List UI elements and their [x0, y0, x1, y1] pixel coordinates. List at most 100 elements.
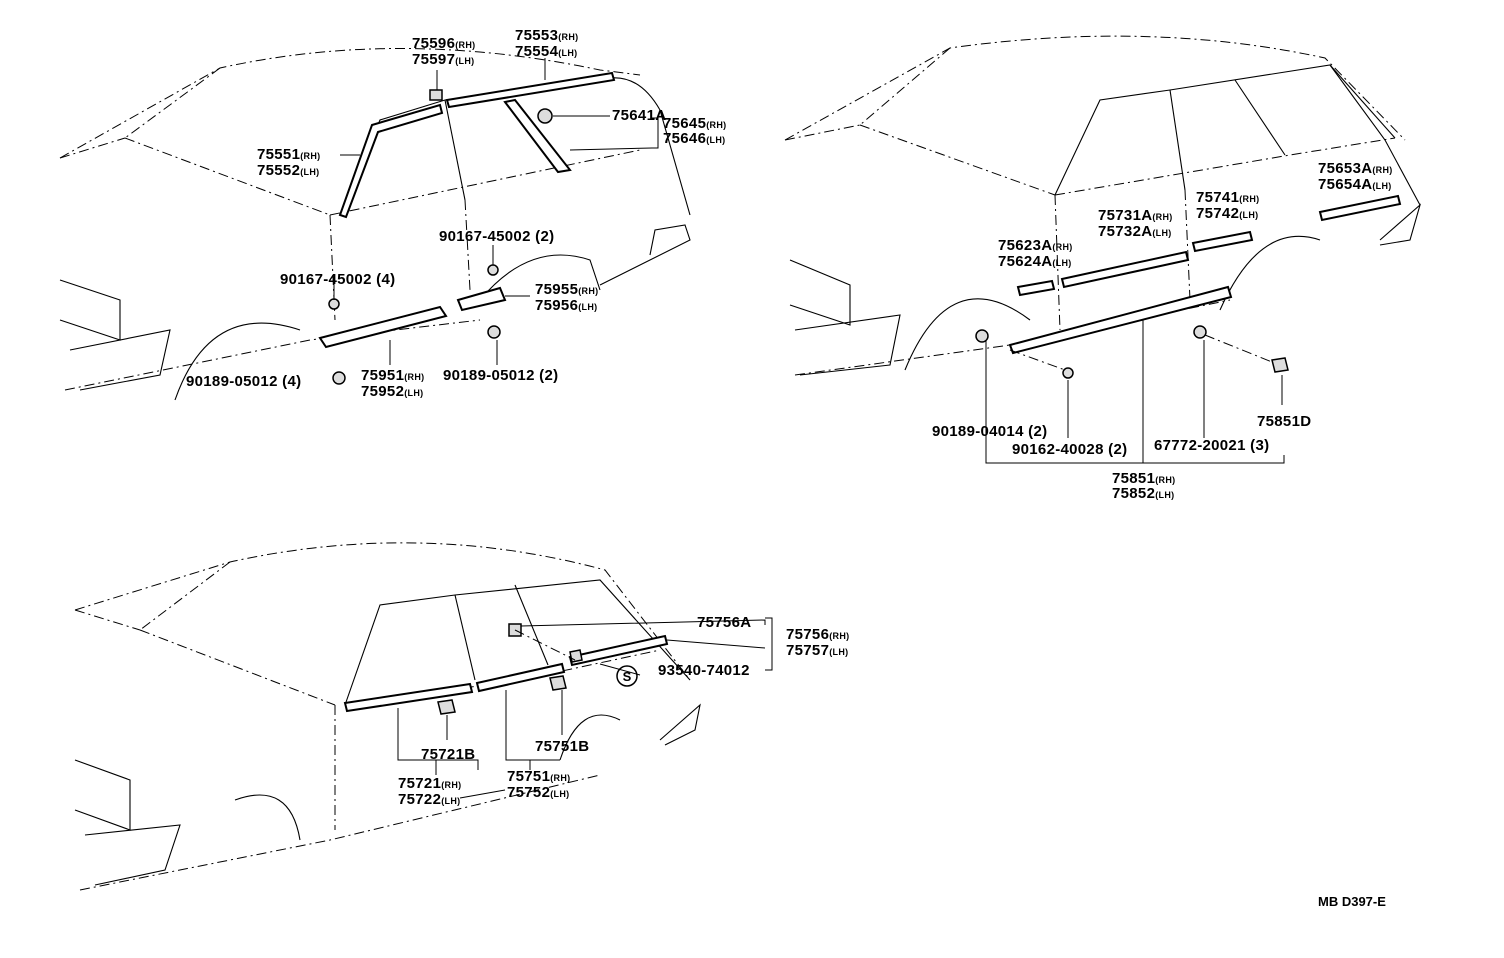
part-number: 90167-45002 (2): [439, 228, 554, 245]
sedan-car-outline: [59, 48, 691, 401]
part-label-r6: 75732A(LH): [1098, 223, 1172, 240]
part-screw-90167-a: [328, 298, 340, 310]
part-number: 90167-45002 (4): [280, 271, 395, 288]
side-suffix: (LH): [1152, 228, 1171, 238]
side-suffix: (RH): [300, 151, 320, 161]
part-label-r5: 75731A(RH): [1098, 207, 1173, 224]
part-75596-clip: [429, 89, 443, 101]
side-suffix: (LH): [558, 48, 577, 58]
part-number: 75756: [786, 626, 829, 643]
part-label-r3: 75741(RH): [1196, 189, 1259, 206]
part-label-l4: 75554(LH): [515, 43, 577, 60]
part-75623a-moulding: [1016, 279, 1056, 297]
part-number: 75752: [507, 784, 550, 801]
part-clip-90189-04014: [975, 329, 989, 343]
part-label-b9: 75751(RH): [507, 768, 570, 785]
part-number: 75721B: [421, 746, 475, 763]
part-label-l11: 90167-45002 (4): [280, 271, 395, 288]
part-75741-moulding: [1191, 230, 1254, 253]
part-label-l9: 75552(LH): [257, 162, 319, 179]
s-mark-circle: [616, 665, 638, 687]
side-suffix: (RH): [1152, 212, 1172, 222]
part-75551-moulding: [338, 103, 444, 219]
part-label-l10: 90167-45002 (2): [439, 228, 554, 245]
sedan-parts: [318, 71, 616, 385]
part-number: 75552: [257, 162, 300, 179]
part-label-b10: 75752(LH): [507, 784, 569, 801]
part-number: 75551: [257, 146, 300, 163]
part-number: 75731A: [1098, 207, 1152, 224]
part-75751b-clip: [549, 675, 567, 691]
side-suffix: (LH): [1239, 210, 1258, 220]
part-number: 67772-20021 (3): [1154, 437, 1269, 454]
part-75731a-moulding: [1060, 250, 1190, 289]
part-number: 75956: [535, 297, 578, 314]
part-number: 90189-04014 (2): [932, 423, 1047, 440]
side-suffix: (LH): [441, 796, 460, 806]
part-75756-moulding: [568, 634, 669, 667]
part-number: 75653A: [1318, 160, 1372, 177]
part-label-l5: 75641A: [612, 107, 666, 124]
part-label-r14: 75852(LH): [1112, 485, 1174, 502]
part-number: 75951: [361, 367, 404, 384]
part-number: 75554: [515, 43, 559, 60]
wagon-parts: [975, 194, 1402, 379]
sedan2-car-outline: [74, 542, 701, 891]
part-label-l2: 75597(LH): [412, 51, 474, 68]
side-suffix: (LH): [1155, 490, 1174, 500]
part-label-b2: 75756(RH): [786, 626, 849, 643]
part-label-r4: 75742(LH): [1196, 205, 1258, 222]
side-suffix: (RH): [1052, 242, 1072, 252]
part-label-l16: 75952(LH): [361, 383, 423, 400]
part-label-l14: 90189-05012 (4): [186, 373, 301, 390]
part-75721-moulding: [343, 682, 474, 713]
part-75851-moulding: [1008, 285, 1233, 355]
part-number: 75955: [535, 281, 578, 298]
part-label-b4: 93540-74012: [658, 662, 750, 679]
part-number: 75851D: [1257, 413, 1311, 430]
part-label-b5: 75721B: [421, 746, 475, 763]
side-suffix: (LH): [706, 135, 725, 145]
part-number: 75641A: [612, 107, 666, 124]
part-label-l13: 75956(LH): [535, 297, 597, 314]
part-label-r7: 75623A(RH): [998, 237, 1073, 254]
part-number: 75597: [412, 51, 455, 68]
part-number: 75722: [398, 791, 441, 808]
part-label-l8: 75551(RH): [257, 146, 320, 163]
part-93540-screw: [569, 649, 583, 663]
part-label-l1: 75596(RH): [412, 35, 475, 52]
s-mark-letter: S: [623, 669, 632, 684]
part-number: 75751: [507, 768, 550, 785]
part-number: 75732A: [1098, 223, 1152, 240]
part-75721b-clip: [437, 699, 456, 715]
part-number: 90189-05012 (2): [443, 367, 558, 384]
part-number: 90162-40028 (2): [1012, 441, 1127, 458]
side-suffix: (RH): [404, 372, 424, 382]
part-number: 75952: [361, 383, 404, 400]
part-label-b3: 75757(LH): [786, 642, 848, 659]
part-75851d-clip: [1271, 357, 1289, 373]
sedan-leaders: [333, 58, 659, 365]
part-clip-90189-b: [487, 325, 501, 339]
side-suffix: (LH): [1052, 258, 1071, 268]
part-label-b7: 75721(RH): [398, 775, 461, 792]
part-75553-moulding: [445, 71, 616, 109]
part-label-l15: 75951(RH): [361, 367, 424, 384]
part-label-b6: 75751B: [535, 738, 589, 755]
part-75951-scuff-plate: [318, 305, 448, 349]
part-75641a-clip: [537, 108, 553, 124]
side-suffix: (RH): [1372, 165, 1392, 175]
part-label-l6: 75645(RH): [663, 115, 726, 132]
side-suffix: (LH): [1372, 181, 1391, 191]
part-label-l7: 75646(LH): [663, 130, 725, 147]
side-suffix: (RH): [1239, 194, 1259, 204]
part-label-r10: 90189-04014 (2): [932, 423, 1047, 440]
side-suffix: (LH): [300, 167, 319, 177]
part-label-r2: 75654A(LH): [1318, 176, 1392, 193]
wagon-leaders: [985, 320, 1285, 464]
part-label-b1: 75756A: [697, 614, 751, 631]
side-suffix: (LH): [578, 302, 597, 312]
sedan2-leaders: [397, 617, 773, 799]
side-suffix: (RH): [829, 631, 849, 641]
